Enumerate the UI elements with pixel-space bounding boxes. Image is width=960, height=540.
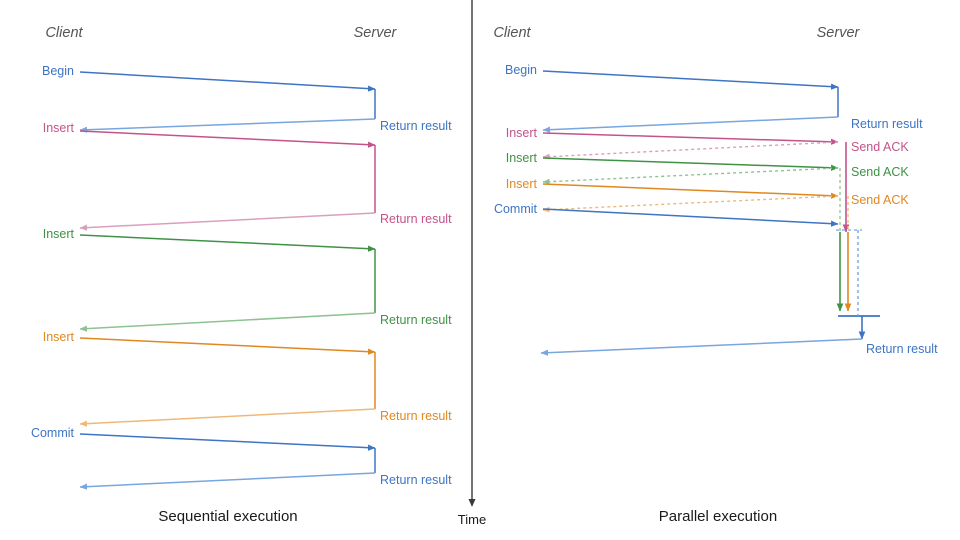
arrow-response-sequential-insert-3	[79, 408, 376, 427]
time-axis-label: Time	[457, 512, 487, 527]
actor-server-parallel: Server	[816, 25, 860, 41]
arrow-response-parallel-commit	[540, 338, 863, 356]
caption-parallel: Parallel execution	[658, 508, 778, 525]
arrow-request-parallel-insert-2	[542, 157, 839, 171]
arrow-request-parallel-begin	[542, 70, 839, 90]
label-response-sequential-insert-2: Return result	[380, 313, 452, 327]
arrow-request-parallel-insert-1	[542, 132, 839, 145]
label-response-sequential-insert-3: Return result	[380, 409, 452, 423]
arrow-request-parallel-commit	[542, 208, 839, 227]
arrow-request-sequential-begin	[79, 71, 376, 92]
label-request-sequential-insert-3: Insert	[42, 330, 74, 344]
label-request-sequential-insert-2: Insert	[42, 227, 74, 241]
label-request-sequential-begin: Begin	[42, 64, 74, 78]
caption-sequential: Sequential execution	[158, 508, 298, 525]
label-request-parallel-commit: Commit	[493, 202, 537, 216]
arrow-request-sequential-commit	[79, 433, 376, 451]
arrow-ack-parallel-insert-1	[542, 141, 839, 160]
arrow-request-parallel-insert-3	[542, 183, 839, 199]
arrow-request-sequential-insert-3	[79, 337, 376, 355]
label-request-parallel-insert-3: Insert	[505, 177, 537, 191]
actor-client-sequential: Client	[45, 25, 83, 41]
label-response-parallel-begin: Return result	[851, 117, 923, 131]
label-request-sequential-commit: Commit	[30, 426, 74, 440]
label-response-parallel-insert-1: Send ACK	[851, 140, 909, 154]
label-response-sequential-commit: Return result	[380, 473, 452, 487]
arrow-response-sequential-begin	[79, 118, 376, 133]
actor-client-parallel: Client	[493, 25, 531, 41]
arrow-request-sequential-insert-1	[79, 130, 376, 148]
actor-server-sequential: Server	[353, 25, 397, 41]
label-response-sequential-insert-1: Return result	[380, 212, 452, 226]
arrow-response-sequential-commit	[79, 472, 376, 490]
label-response-parallel-insert-2: Send ACK	[851, 165, 909, 179]
label-request-parallel-insert-1: Insert	[505, 126, 537, 140]
arrow-response-sequential-insert-1	[79, 212, 376, 231]
time-axis-arrowhead	[468, 499, 476, 507]
label-request-sequential-insert-1: Insert	[42, 121, 74, 135]
arrow-response-sequential-insert-2	[79, 312, 376, 332]
label-request-parallel-insert-2: Insert	[505, 151, 537, 165]
label-response-parallel-commit: Return result	[866, 342, 938, 356]
label-request-parallel-begin: Begin	[505, 63, 537, 77]
arrow-ack-parallel-insert-2	[542, 167, 839, 185]
arrow-request-sequential-insert-2	[79, 234, 376, 252]
arrow-ack-parallel-insert-3	[542, 195, 839, 213]
label-response-sequential-begin: Return result	[380, 119, 452, 133]
label-response-parallel-insert-3: Send ACK	[851, 193, 909, 207]
arrow-response-parallel-begin	[542, 116, 839, 133]
